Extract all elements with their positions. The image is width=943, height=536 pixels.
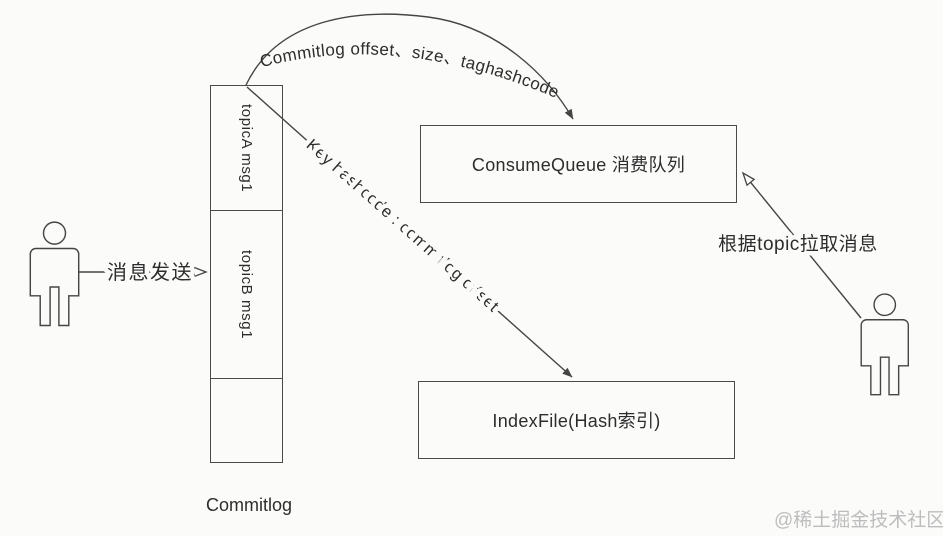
- keyhash-arrow: [246, 86, 573, 378]
- commitlog-segment-topicB: topicB msg1: [211, 211, 282, 379]
- commitlog-label: Commitlog: [205, 495, 293, 515]
- commitlog-column: topicA msg1 topicB msg1: [210, 85, 283, 463]
- consumequeue-label: ConsumeQueue 消费队列: [471, 155, 686, 175]
- send-arrow-label: 消息发送: [107, 261, 193, 284]
- watermark: @稀土掘金技术社区: [774, 510, 943, 531]
- producer-person-icon: [29, 221, 80, 327]
- consumequeue-box: ConsumeQueue 消费队列: [420, 125, 737, 203]
- commitlog-segment-topicA-label: topicA msg1: [238, 103, 255, 193]
- commitlog-segment-empty: [211, 379, 282, 462]
- pull-arrow: [741, 171, 862, 319]
- indexfile-label: IndexFile(Hash索引): [492, 411, 661, 431]
- commitlog-segment-topicB-label: topicB msg1: [238, 249, 255, 340]
- consumer-person-icon: [860, 293, 909, 396]
- offset-arrow-label: Commitlog offset、size、taghashcode: [258, 39, 562, 101]
- commitlog-segment-topicA: topicA msg1: [211, 86, 282, 211]
- offset-curve-arrow: [245, 13, 574, 120]
- indexfile-box: IndexFile(Hash索引): [418, 381, 735, 459]
- pull-arrow-label: 根据topic拉取消息: [718, 233, 878, 255]
